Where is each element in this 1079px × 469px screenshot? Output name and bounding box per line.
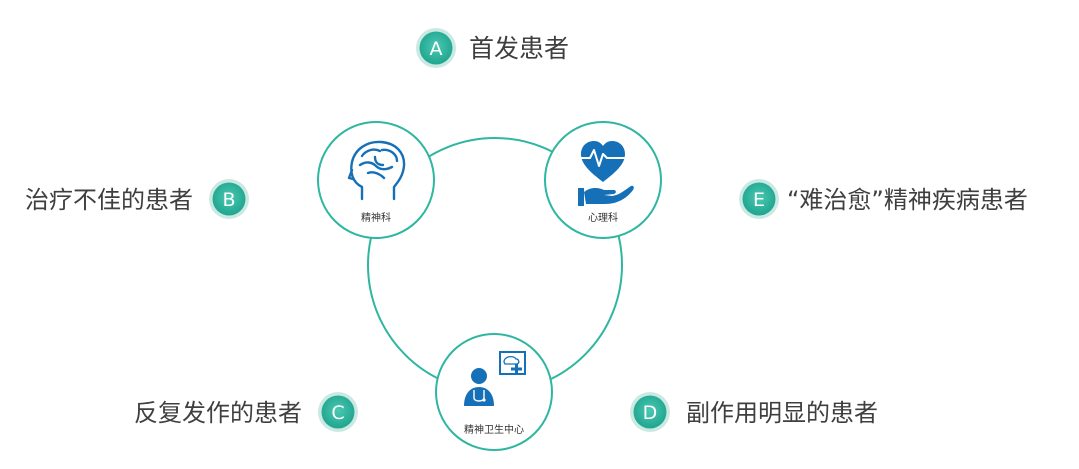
item-b: B 治疗不佳的患者	[25, 179, 249, 219]
node-mental-health-center: 精神卫生中心	[435, 333, 553, 451]
node-psychology: 心理科	[544, 121, 662, 239]
item-text-c: 反复发作的患者	[134, 399, 302, 427]
item-text-a: 首发患者	[469, 34, 569, 63]
item-a: A 首发患者	[416, 28, 569, 68]
node-psychiatry: 精神科	[317, 121, 435, 239]
badge-letter-b: B	[222, 189, 235, 211]
badge-letter-c: C	[331, 402, 344, 424]
item-e: E “难治愈”精神疾病患者	[739, 179, 1028, 219]
node-label-mental-health-center: 精神卫生中心	[464, 423, 524, 436]
node-label-psychiatry: 精神科	[361, 211, 391, 224]
node-label-psychology: 心理科	[588, 211, 618, 224]
doctor-brain-board-icon	[464, 351, 526, 406]
badge-letter-d: D	[643, 402, 658, 424]
heart-hand-icon	[578, 141, 634, 206]
item-text-b: 治疗不佳的患者	[25, 186, 193, 214]
item-d: D 副作用明显的患者	[630, 392, 878, 432]
badge-letter-a: A	[430, 38, 443, 60]
brain-head-icon	[347, 140, 406, 201]
item-text-e: “难治愈”精神疾病患者	[787, 186, 1028, 214]
item-text-d: 副作用明显的患者	[686, 399, 878, 427]
item-c: C 反复发作的患者	[134, 392, 358, 432]
badge-letter-e: E	[753, 189, 765, 211]
